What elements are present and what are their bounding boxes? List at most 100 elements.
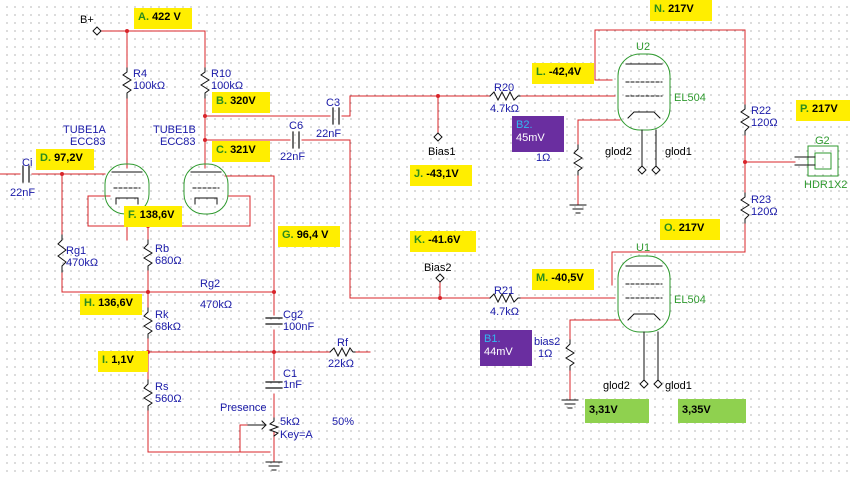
net-bias2: Bias2 — [424, 262, 452, 274]
measure-D: D. 97,2V — [36, 149, 94, 170]
measure-value: 138,6V — [139, 209, 175, 221]
bias2-res-value: 1Ω — [538, 348, 553, 360]
tube1a-type: ECC83 — [70, 136, 106, 148]
measure-key: P. — [800, 103, 809, 115]
glod-reading-2: 3,35V — [678, 399, 746, 423]
measure-G: G. 96,4 V — [278, 226, 340, 247]
measure-key: B. — [216, 95, 227, 107]
rg2-ref: Rg2 — [200, 278, 221, 290]
net-glod1-bottom: glod1 — [665, 380, 692, 392]
measure-key: M. — [536, 272, 549, 284]
r20-ref: R20 — [494, 82, 515, 94]
measure-key: J. — [414, 168, 424, 180]
bias-reading-B1: B1.44mV — [480, 330, 532, 366]
net-glod2-top: glod2 — [605, 146, 632, 158]
measure-key: K. — [414, 234, 425, 246]
bias-key: B1. — [484, 333, 501, 345]
c1-value: 1nF — [283, 379, 302, 391]
bias-key: B2. — [516, 119, 533, 131]
r10-value: 100kΩ — [211, 80, 244, 92]
measure-value: -41.6V — [428, 234, 461, 246]
glod-reading-1: 3,31V — [585, 399, 649, 423]
el504-tubes — [617, 53, 671, 381]
measure-value: 217V — [812, 103, 838, 115]
rb-ref: Rb — [155, 243, 170, 255]
presence-value: 5kΩ — [280, 416, 300, 428]
u2-ref: U2 — [636, 41, 651, 53]
measure-C: C. 321V — [212, 141, 270, 162]
c3-value: 22nF — [316, 128, 342, 140]
c3-ref: C3 — [326, 97, 341, 109]
r20-value: 4.7kΩ — [490, 103, 520, 115]
capacitor-symbols — [22, 107, 340, 389]
measure-key: H. — [84, 297, 95, 309]
measure-value: -40,5V — [551, 272, 584, 284]
rs-ref: Rs — [155, 381, 169, 393]
tube1a-ref: TUBE1A — [63, 124, 106, 136]
measure-value: 217V — [668, 3, 694, 15]
measure-value: 136,6V — [98, 297, 133, 309]
measure-key: F. — [128, 209, 137, 221]
u1-type: EL504 — [674, 294, 706, 306]
rg2-value: 470kΩ — [200, 299, 233, 311]
resistor-symbols — [57, 67, 750, 437]
net-bias1: Bias1 — [428, 146, 456, 158]
connector-nodes — [92, 26, 663, 389]
measure-value: 97,2V — [54, 152, 83, 164]
bias-value: 45mV — [516, 132, 545, 144]
supply-label: B+ — [80, 14, 94, 26]
tube1b-ref: TUBE1B — [153, 124, 196, 136]
measure-key: L. — [536, 66, 546, 78]
cin-value: 22nF — [10, 187, 36, 199]
presence-ref: Presence — [220, 402, 267, 414]
ecc83-tubes — [104, 163, 229, 215]
cin-ref: Ci — [22, 157, 33, 169]
r21-ref: R21 — [494, 285, 515, 297]
r4-value: 100kΩ — [133, 80, 166, 92]
measure-key: G. — [282, 229, 294, 241]
presence-percent[interactable]: 50% — [332, 416, 355, 428]
measure-value: 422 V — [152, 11, 181, 23]
measure-N: N. 217V — [650, 0, 712, 21]
c6-value: 22nF — [280, 151, 306, 163]
rk-ref: Rk — [155, 309, 169, 321]
rk-value: 68kΩ — [155, 321, 181, 333]
r23-value: 120Ω — [751, 206, 778, 218]
measure-key: N. — [654, 3, 665, 15]
tube1b-type: ECC83 — [160, 136, 196, 148]
bias-reading-B2: B2.45mV — [512, 116, 564, 152]
cg2-ref: Cg2 — [283, 309, 304, 321]
c1-ref: C1 — [283, 368, 298, 380]
rf-ref: Rf — [337, 337, 348, 349]
r4-ref: R4 — [133, 68, 148, 80]
measure-O: O. 217V — [660, 219, 720, 240]
g2-ref: G2 — [815, 135, 830, 147]
r22-value: 120Ω — [751, 117, 778, 129]
bias2-res-ref: bias2 — [534, 336, 561, 348]
measure-key: C. — [216, 144, 227, 156]
measure-value: 321V — [230, 144, 256, 156]
measure-value: 96,4 V — [296, 229, 329, 241]
r22-ref: R22 — [751, 105, 772, 117]
measure-K: K. -41.6V — [410, 231, 476, 252]
net-glod1-top: glod1 — [665, 146, 692, 158]
u1-ref: U1 — [636, 242, 651, 254]
rb-value: 680Ω — [155, 255, 182, 267]
junction-dots — [60, 29, 747, 354]
presence-key: Key=A — [280, 429, 313, 441]
measure-value: -42,4V — [548, 66, 582, 78]
c6-ref: C6 — [289, 120, 304, 132]
measure-key: O. — [664, 222, 676, 234]
measure-value: 1,1V — [111, 354, 134, 366]
bias1-res-value: 1Ω — [536, 152, 551, 164]
rf-value: 22kΩ — [328, 358, 354, 370]
measure-J: J. -43,1V — [410, 165, 472, 186]
wire-network — [0, 29, 796, 463]
rg1-ref: Rg1 — [66, 245, 87, 257]
r10-ref: R10 — [211, 68, 232, 80]
header-connector — [794, 145, 839, 177]
measure-M: M. -40,5V — [532, 269, 594, 290]
rg1-value: 470kΩ — [66, 257, 99, 269]
u2-type: EL504 — [674, 92, 706, 104]
ground-symbols — [265, 204, 587, 471]
